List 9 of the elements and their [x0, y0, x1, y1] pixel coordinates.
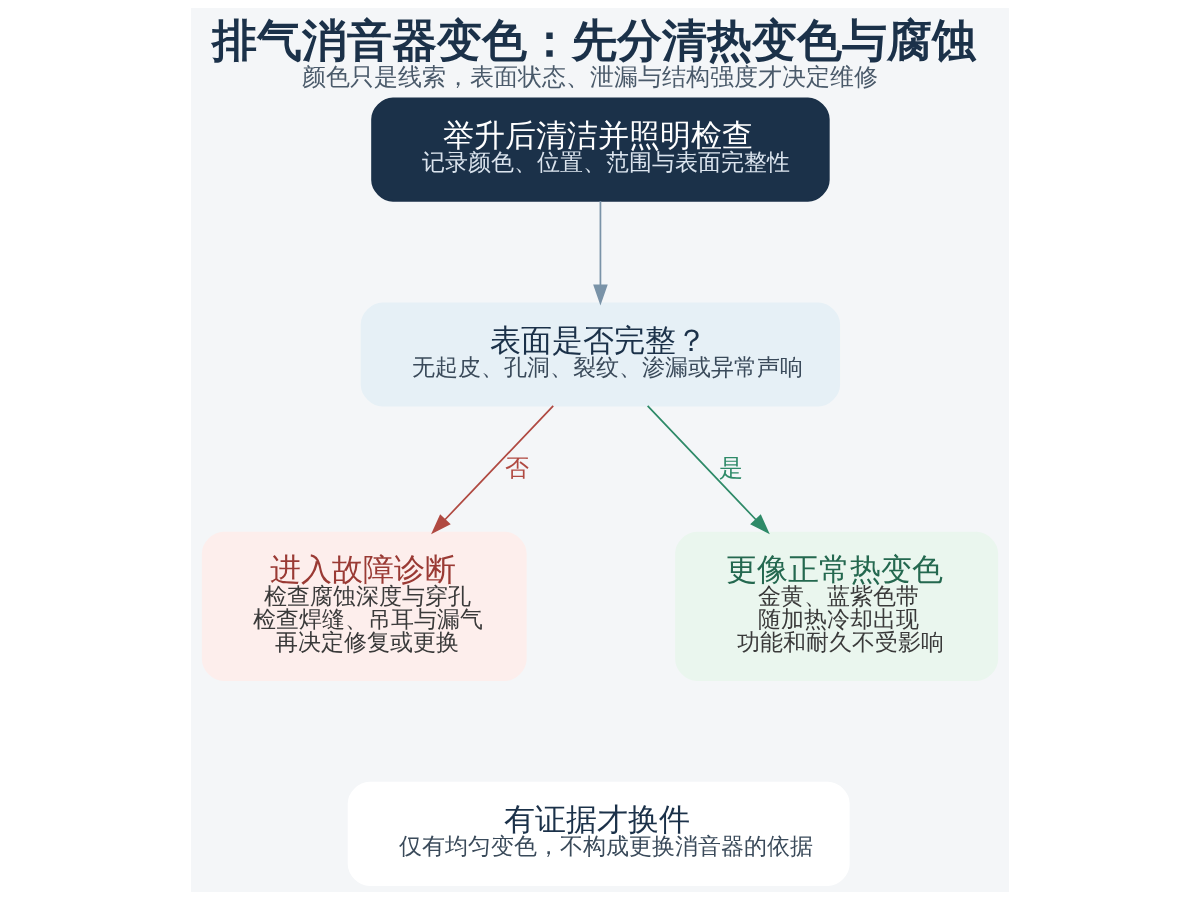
- node-box: 进入故障诊断 检查腐蚀深度与穿孔 检查焊缝、吊耳与漏气 再决定修复或更换: [201, 531, 527, 681]
- arrow: [431, 405, 555, 535]
- node-box: 举升后清洁并照明检查 记录颜色、位置、范围与表面完整性: [371, 97, 830, 202]
- node-box: 更像正常热变色 金黄、蓝紫色带 随加热冷却出现 功能和耐久不受影响: [675, 531, 999, 681]
- edge-label: 否: [504, 452, 529, 482]
- node-box: 表面是否完整？ 无起皮、孔洞、裂纹、渗漏或异常声响: [360, 302, 841, 407]
- edge-label: 是: [718, 452, 743, 482]
- arrow: [593, 200, 608, 306]
- arrow: [646, 405, 770, 535]
